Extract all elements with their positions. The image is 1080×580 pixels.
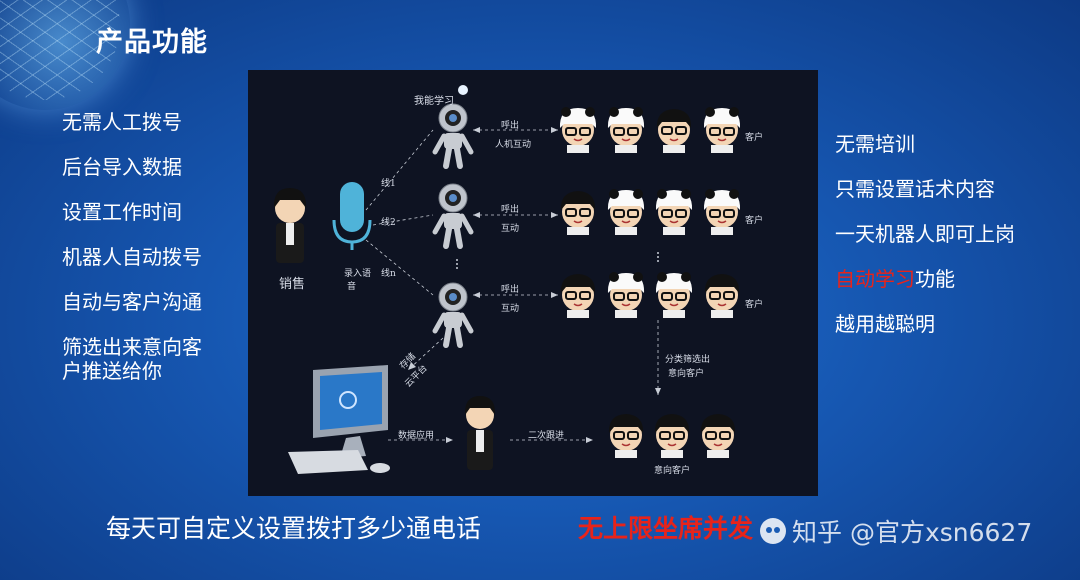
call-out-label: 呼出	[501, 285, 520, 295]
interaction-label: 互动	[501, 304, 520, 314]
feature-item: 后台导入数据	[62, 155, 182, 179]
page-title: 产品功能	[96, 27, 208, 58]
globe-decoration	[0, 0, 130, 110]
line-label: 线2	[381, 218, 396, 228]
bottom-highlight: 无上限坐席并发	[578, 514, 754, 543]
feature-item: 户推送给你	[62, 359, 162, 383]
line-label: 线1	[381, 179, 396, 189]
feature-item: 越用越聪明	[835, 312, 935, 336]
feature-item: 筛选出来意向客	[62, 335, 202, 359]
feature-item: 只需设置话术内容	[835, 177, 995, 201]
wechat-icon	[760, 518, 786, 544]
interaction-label: 互动	[501, 224, 520, 234]
feature-item: 一天机器人即可上岗	[835, 222, 1015, 246]
feature-item: 机器人自动拨号	[62, 245, 202, 269]
call-out-label: 呼出	[501, 121, 520, 131]
bottom-caption: 每天可自定义设置拨打多少通电话	[106, 514, 482, 543]
feature-highlight: 自动学习	[835, 267, 915, 291]
left-feature-list: 无需人工拨号 后台导入数据 设置工作时间 机器人自动拨号 自动与客户沟通 筛选出…	[62, 110, 247, 404]
call-out-label: 呼出	[501, 205, 520, 215]
right-feature-list: 无需培训 只需设置话术内容 一天机器人即可上岗 自动学习功能 越用越聪明	[835, 132, 1075, 357]
lightbulb-icon	[458, 85, 468, 95]
interaction-label: 人机互动	[495, 140, 532, 150]
feature-item-rest: 功能	[915, 267, 955, 291]
feature-item: 无需培训	[835, 132, 915, 156]
customer-label: 客户	[745, 216, 764, 226]
feature-item: 设置工作时间	[62, 200, 182, 224]
record-voice-label: 音	[347, 282, 357, 292]
feature-item: 无需人工拨号	[62, 110, 182, 134]
customer-label: 客户	[745, 300, 764, 310]
intent-customer-label: 意向客户	[654, 466, 691, 476]
workflow-diagram: 我能学习 呼出 人机互动 呼出 互动 呼出 互动 客户 客户 客户 线1 线2 …	[248, 70, 818, 496]
follow-up-label: 二次跟进	[528, 431, 565, 441]
sales-label: 销售	[279, 277, 306, 292]
data-app-label: 数据应用	[398, 431, 435, 441]
classify-label: 意向客户	[668, 369, 705, 379]
feature-item: 自动学习功能	[835, 267, 1075, 291]
learn-label: 我能学习	[414, 96, 454, 107]
line-label: 线n	[381, 269, 396, 279]
feature-item: 自动与客户沟通	[62, 290, 202, 314]
customer-label: 客户	[745, 133, 764, 143]
watermark: 知乎 @官方xsn6627	[760, 513, 1032, 549]
diagram-graphics	[273, 85, 742, 474]
watermark-text: 知乎 @官方xsn6627	[792, 518, 1033, 547]
classify-label: 分类筛选出	[665, 355, 711, 365]
record-voice-label: 录入语	[344, 269, 372, 279]
